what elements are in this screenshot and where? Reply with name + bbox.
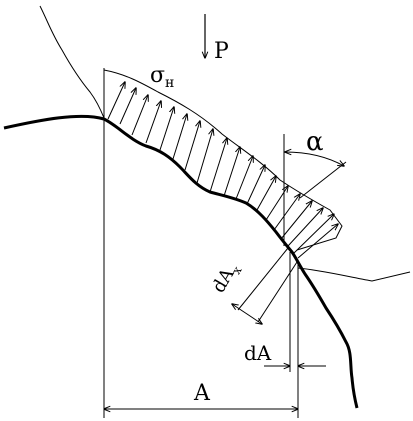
A-label: A <box>193 381 211 406</box>
upper-grain-boundary <box>39 5 105 119</box>
stress-envelope <box>103 69 343 251</box>
elem-area-label: dAx <box>208 259 245 298</box>
angle-alpha-arc <box>285 152 344 166</box>
stress-label: σн <box>150 63 174 91</box>
contact-surface-profile <box>3 114 359 409</box>
angle-label: α <box>306 127 324 157</box>
dAx-dimension-arrow <box>232 304 262 324</box>
right-grain-boundary <box>297 267 411 282</box>
load-label: P <box>214 39 229 64</box>
stress-arrows <box>107 82 338 259</box>
dA-label: dA <box>244 341 272 365</box>
